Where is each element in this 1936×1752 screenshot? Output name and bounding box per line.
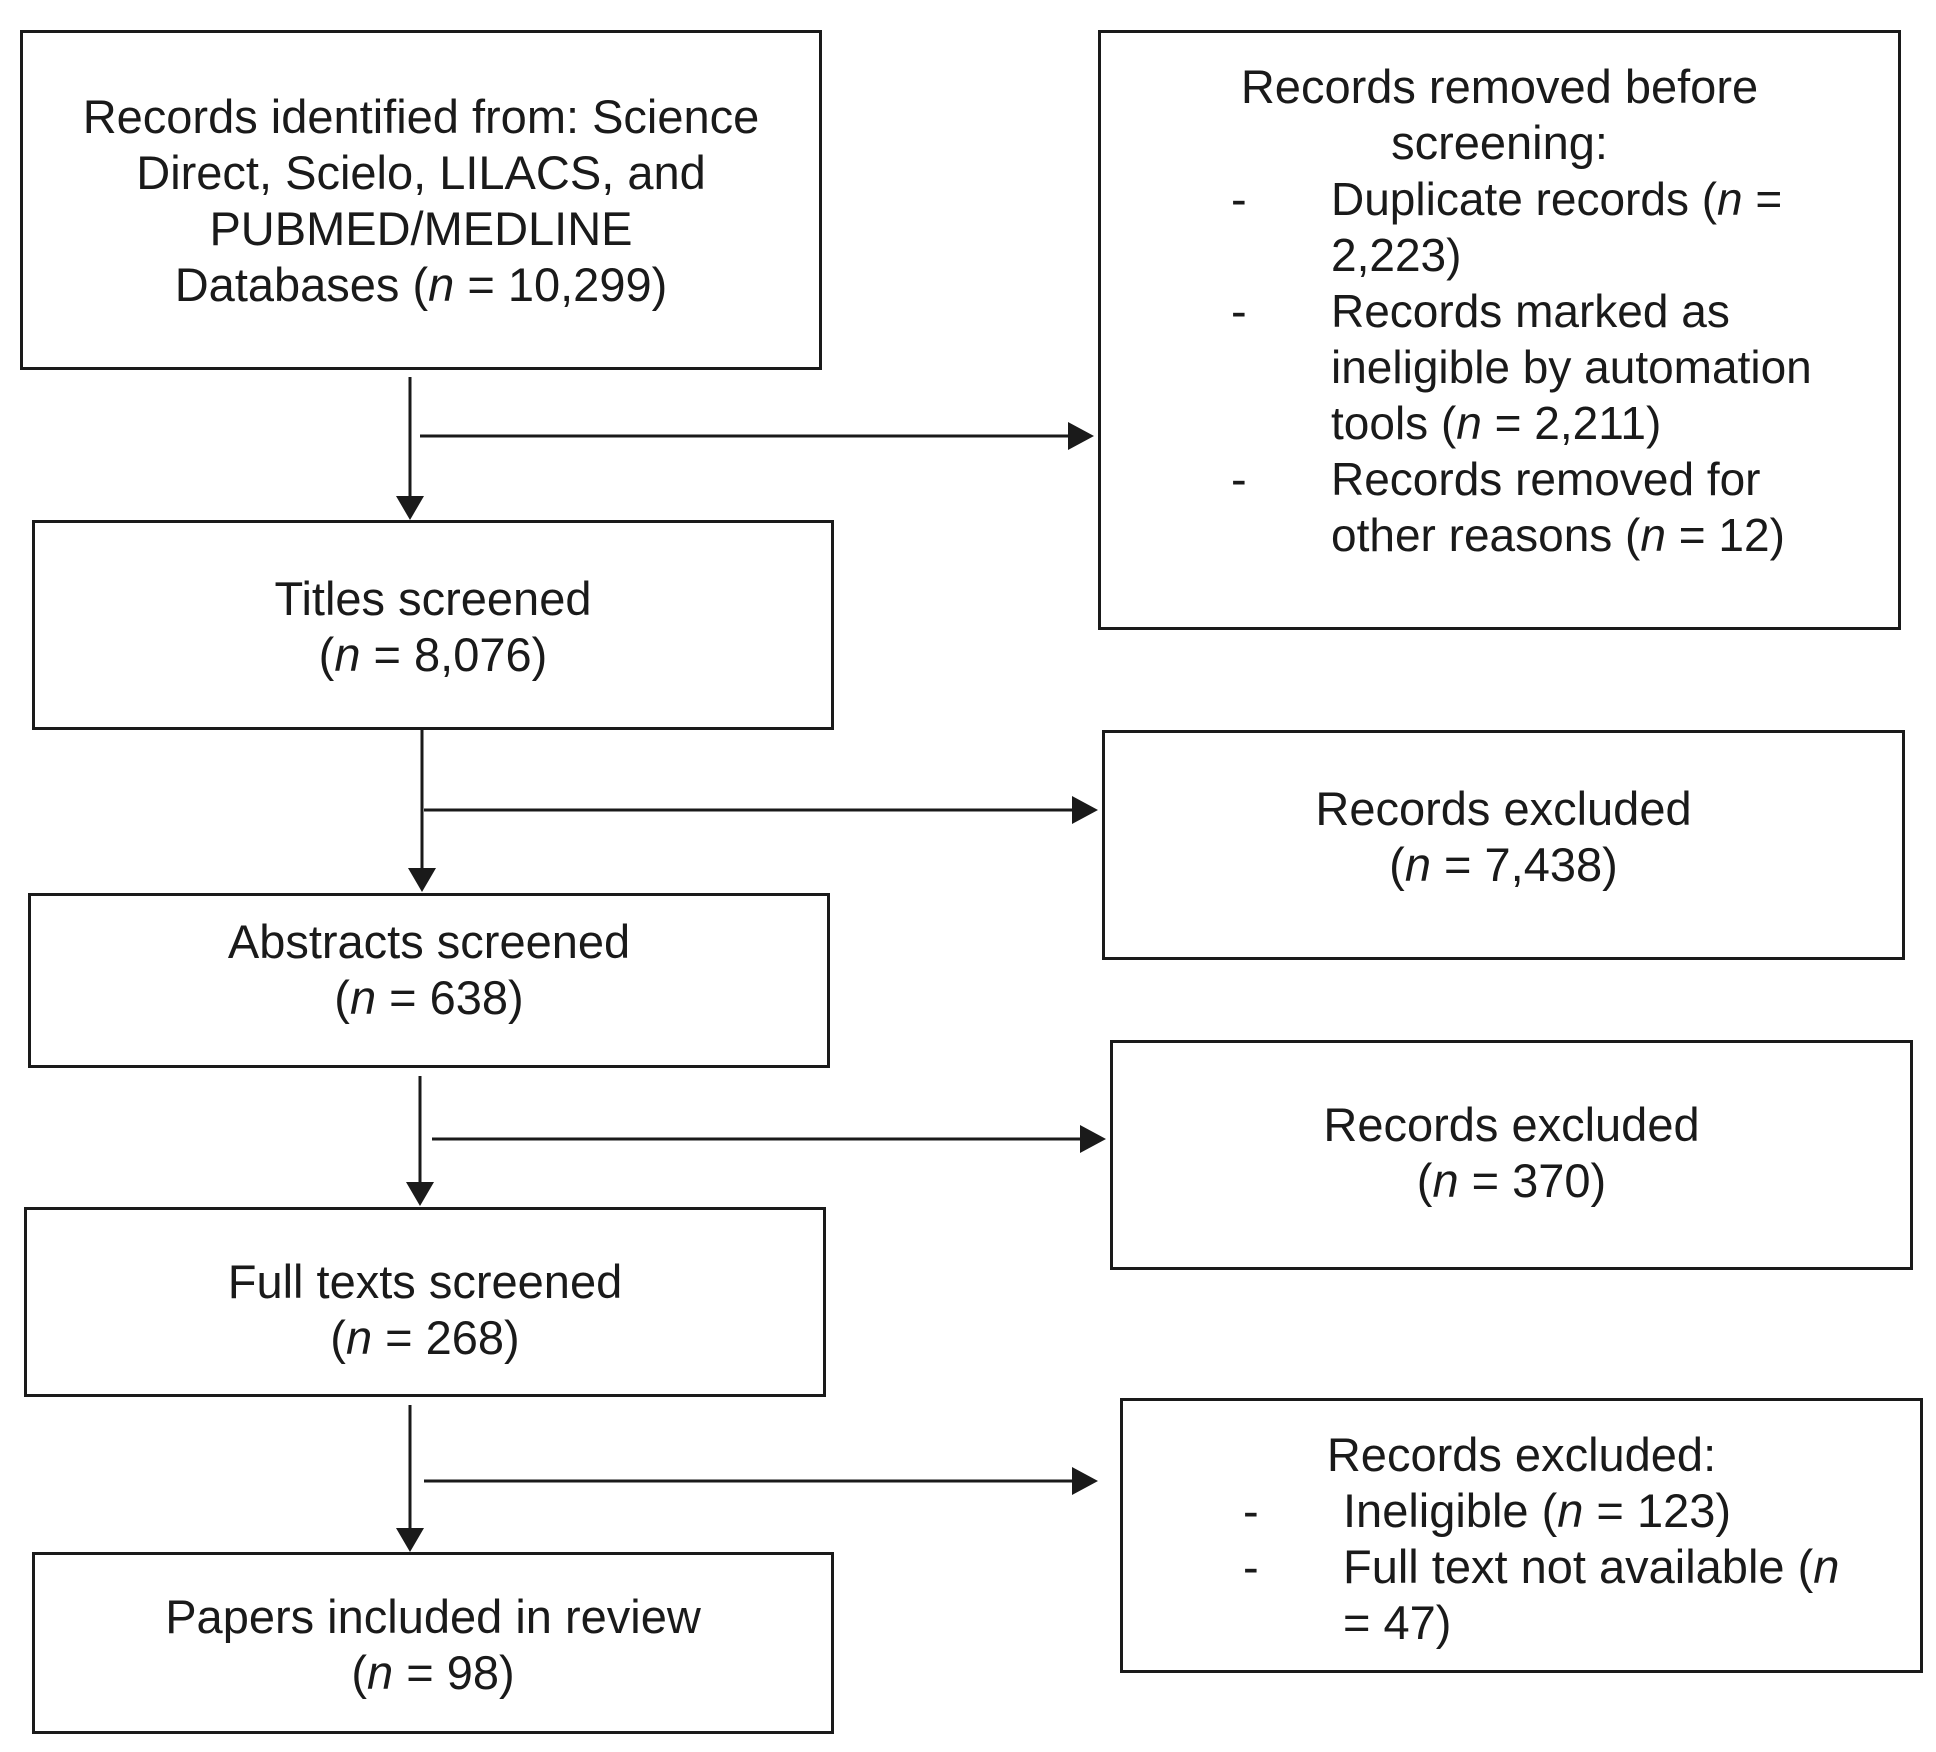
full-texts-screened-count: (n = 268) bbox=[330, 1310, 519, 1366]
arrowhead-removed bbox=[1068, 422, 1094, 450]
count-value: = 370) bbox=[1458, 1154, 1607, 1207]
removed-item-other-text: Records removed for other reasons (n = 1… bbox=[1331, 451, 1878, 563]
count-value: = 98) bbox=[393, 1646, 515, 1699]
arrowhead-excluded-fulltexts bbox=[1072, 1467, 1098, 1495]
count-value: = 7,438) bbox=[1430, 838, 1618, 891]
count-open: ( bbox=[351, 1646, 367, 1699]
titles-screened-title: Titles screened bbox=[274, 572, 592, 625]
n-label: n bbox=[1404, 838, 1431, 891]
bullet-dash: - bbox=[1243, 1540, 1259, 1593]
count-open: ( bbox=[1389, 838, 1405, 891]
excluded-item-ineligible-text: Ineligible (n = 123) bbox=[1343, 1483, 1890, 1539]
removed-item-duplicates: - Duplicate records (n = 2,223) bbox=[1231, 171, 1878, 283]
other-prefix: other reasons ( bbox=[1331, 509, 1641, 561]
duplicates-line-1: Duplicate records (n = bbox=[1331, 171, 1878, 227]
other-line-1: Records removed for bbox=[1331, 453, 1761, 505]
titles-screened-box: Titles screened (n = 8,076) bbox=[32, 520, 834, 730]
n-label: n bbox=[345, 1311, 373, 1364]
removed-item-duplicates-text: Duplicate records (n = 2,223) bbox=[1331, 171, 1878, 283]
arrowhead-excluded-abstracts bbox=[1080, 1125, 1106, 1153]
ineligible-line: Ineligible (n = 123) bbox=[1343, 1483, 1890, 1539]
excluded-item-not-available: - Full text not available (n = 47) bbox=[1243, 1539, 1890, 1651]
excluded-titles-title: Records excluded bbox=[1315, 782, 1692, 835]
n-label: n bbox=[1717, 173, 1743, 225]
records-removed-box: Records removed before screening: - Dupl… bbox=[1098, 30, 1901, 630]
papers-included-count: (n = 98) bbox=[351, 1645, 514, 1701]
n-label: n bbox=[367, 1646, 394, 1699]
records-excluded-titles-box: Records excluded (n = 7,438) bbox=[1102, 730, 1905, 960]
n-label: n bbox=[1456, 397, 1482, 449]
count-open: ( bbox=[330, 1311, 346, 1364]
papers-included-title: Papers included in review bbox=[165, 1590, 701, 1643]
excluded-item-not-available-text: Full text not available (n = 47) bbox=[1343, 1539, 1890, 1651]
count-open: ( bbox=[334, 971, 350, 1024]
records-identified-box: Records identified from: Science Direct,… bbox=[20, 30, 822, 370]
arrowhead-included bbox=[396, 1528, 424, 1552]
abstracts-screened-title: Abstracts screened bbox=[227, 915, 631, 968]
duplicates-suffix: = bbox=[1742, 173, 1783, 225]
count-open: ( bbox=[318, 628, 335, 681]
papers-included-box: Papers included in review (n = 98) bbox=[32, 1552, 834, 1734]
identified-line-2: Direct, Scielo, LILACS, and bbox=[136, 146, 706, 199]
removed-item-other: - Records removed for other reasons (n =… bbox=[1231, 451, 1878, 563]
excluded-fulltexts-heading: Records excluded: bbox=[1326, 1428, 1717, 1481]
not-available-line-2: = 47) bbox=[1343, 1596, 1452, 1649]
full-texts-screened-title: Full texts screened bbox=[227, 1255, 623, 1308]
n-label: n bbox=[428, 258, 455, 311]
bullet-dash: - bbox=[1231, 172, 1247, 225]
n-label: n bbox=[334, 628, 361, 681]
automation-line-3: tools (n = 2,211) bbox=[1331, 395, 1878, 451]
arrowhead-abstracts bbox=[408, 868, 436, 892]
abstracts-screened-count: (n = 638) bbox=[334, 970, 523, 1026]
count-value: = 638) bbox=[376, 971, 524, 1024]
removed-item-automation-text: Records marked as ineligible by automati… bbox=[1331, 283, 1878, 451]
n-label: n bbox=[1813, 1540, 1840, 1593]
not-available-prefix: Full text not available ( bbox=[1343, 1540, 1814, 1593]
bullet-dash: - bbox=[1243, 1484, 1259, 1537]
excluded-abstracts-title: Records excluded bbox=[1323, 1098, 1700, 1151]
identified-line-1: Records identified from: Science bbox=[82, 90, 760, 143]
n-label: n bbox=[1640, 509, 1666, 561]
excluded-abstracts-count: (n = 370) bbox=[1417, 1153, 1606, 1209]
removed-heading-line-1: Records removed before bbox=[1240, 60, 1759, 113]
arrowhead-excluded-titles bbox=[1072, 796, 1098, 824]
bullet-dash: - bbox=[1231, 284, 1247, 337]
excluded-titles-count: (n = 7,438) bbox=[1389, 837, 1618, 893]
identified-count-line: Databases (n = 10,299) bbox=[175, 257, 668, 313]
automation-line-1: Records marked as bbox=[1331, 285, 1730, 337]
n-label: n bbox=[1557, 1484, 1584, 1537]
n-label: n bbox=[349, 971, 377, 1024]
automation-prefix: tools ( bbox=[1331, 397, 1457, 449]
excluded-item-ineligible: - Ineligible (n = 123) bbox=[1243, 1483, 1890, 1539]
ineligible-prefix: Ineligible ( bbox=[1343, 1484, 1558, 1537]
ineligible-suffix: = 123) bbox=[1583, 1484, 1732, 1537]
identified-count-prefix: Databases ( bbox=[174, 258, 429, 311]
count-open: ( bbox=[1416, 1154, 1433, 1207]
removed-heading-line-2: screening: bbox=[1391, 116, 1608, 169]
other-suffix: = 12) bbox=[1665, 509, 1785, 561]
n-label: n bbox=[1432, 1154, 1459, 1207]
count-value: = 8,076) bbox=[360, 628, 548, 681]
bullet-dash: - bbox=[1231, 452, 1247, 505]
automation-suffix: = 2,211) bbox=[1481, 397, 1662, 449]
automation-line-2: ineligible by automation bbox=[1331, 341, 1812, 393]
removed-item-automation: - Records marked as ineligible by automa… bbox=[1231, 283, 1878, 451]
full-texts-screened-box: Full texts screened (n = 268) bbox=[24, 1207, 826, 1397]
records-excluded-abstracts-box: Records excluded (n = 370) bbox=[1110, 1040, 1913, 1270]
arrowhead-titles bbox=[396, 496, 424, 520]
count-value: = 268) bbox=[372, 1311, 520, 1364]
not-available-line-1: Full text not available (n bbox=[1343, 1539, 1890, 1595]
abstracts-screened-box: Abstracts screened (n = 638) bbox=[28, 893, 830, 1068]
duplicates-prefix: Duplicate records ( bbox=[1331, 173, 1718, 225]
titles-screened-count: (n = 8,076) bbox=[319, 627, 548, 683]
identified-line-3: PUBMED/MEDLINE bbox=[209, 202, 633, 255]
arrowhead-fulltexts bbox=[406, 1182, 434, 1206]
duplicates-line-2: 2,223) bbox=[1331, 229, 1462, 281]
identified-count-value: = 10,299) bbox=[454, 258, 668, 311]
other-line-2: other reasons (n = 12) bbox=[1331, 507, 1878, 563]
records-excluded-fulltexts-box: Records excluded: - Ineligible (n = 123)… bbox=[1120, 1398, 1923, 1673]
